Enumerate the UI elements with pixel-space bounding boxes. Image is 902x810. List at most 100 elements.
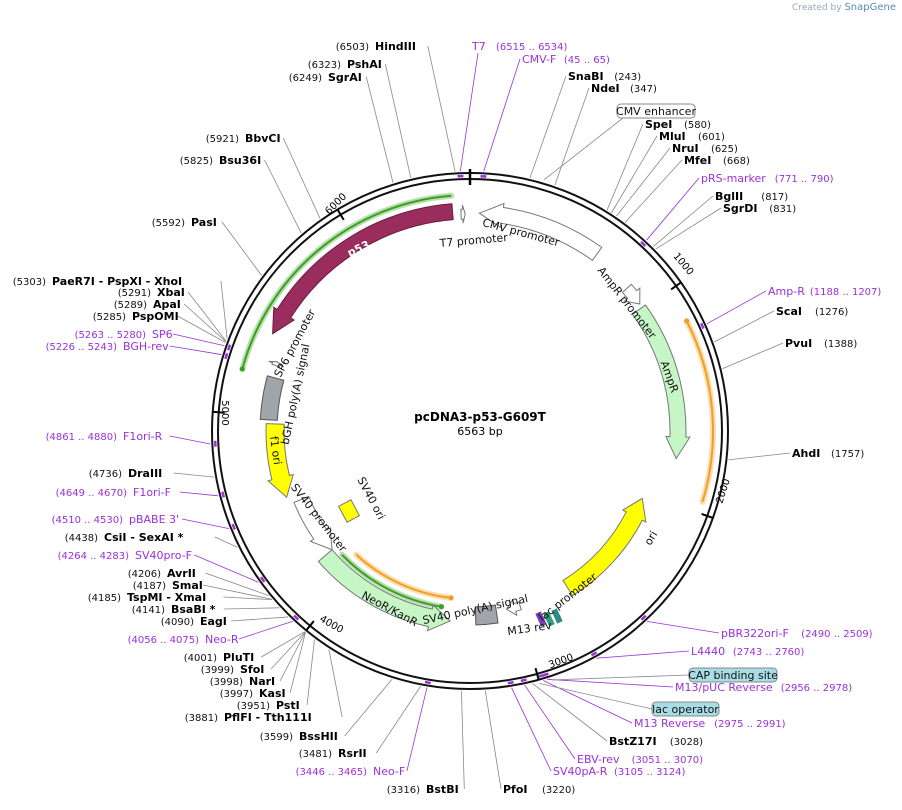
- box-label-cap-binding-site: CAP binding site: [688, 667, 778, 683]
- primer-name-t7: T7: [471, 40, 486, 53]
- feature-label-f1-ori: f1 ori: [267, 435, 284, 465]
- orf-line-1: [241, 194, 452, 370]
- orf-head-4: [448, 595, 454, 601]
- enzyme-site-apai: (5289): [114, 300, 147, 311]
- enzyme-site-rsrii: (3481): [299, 749, 332, 760]
- primer-range-prs-marker: (771 .. 790): [775, 174, 834, 185]
- enzyme-leader-bglii: [652, 195, 714, 247]
- primer-label-l4440: L4440(2743 .. 2760): [691, 645, 804, 658]
- box-label-cmv-enhancer: CMV enhancer: [616, 103, 696, 119]
- feature-m13-mark: [543, 611, 555, 627]
- enzyme-leader-mlui: [611, 135, 658, 214]
- enzyme-name-mfei: MfeI: [684, 154, 711, 167]
- enzyme-site-bsabi: (4141): [132, 605, 165, 616]
- enzyme-name-sgrai: SgrAI: [328, 71, 362, 84]
- enzyme-site-pflfi-tth111i: (3881): [185, 713, 218, 724]
- primer-label-cmv-f: CMV-F(45 .. 65): [522, 53, 610, 66]
- enzyme-name-psti: PstI: [276, 699, 300, 712]
- enzyme-site-nrui: (625): [711, 144, 738, 155]
- tick-label-5000: 5000: [219, 400, 230, 425]
- enzyme-site-csii-sexai: (4438): [65, 533, 98, 544]
- enzyme-label-xbai: (5291)XbaI: [118, 286, 185, 299]
- feature-ori: [562, 497, 647, 597]
- feature-label-ampr-promoter: AmpR promoter: [595, 264, 659, 341]
- box-leader-cmv-enhancer: [543, 117, 624, 181]
- primer-leader-t7: [459, 52, 479, 172]
- orf-head-1: [239, 366, 245, 372]
- enzyme-site-sgrdi: (831): [769, 204, 796, 215]
- enzyme-leader-bsshii: [344, 678, 393, 737]
- primer-label-m13-reverse: M13 Reverse(2975 .. 2991): [634, 717, 786, 730]
- primer-leader-pbabe-3: [181, 518, 230, 530]
- feature-f1-ori: [265, 423, 295, 499]
- enzyme-name-hindiii: HindIII: [375, 40, 416, 53]
- primer-site-l4440: [590, 651, 598, 657]
- enzyme-label-hindiii: (6503)HindIII: [336, 40, 416, 53]
- enzyme-label-kasi: (3997)KasI: [220, 687, 286, 700]
- primer-name-m13-puc-reverse: M13/pUC Reverse: [675, 681, 773, 694]
- enzyme-leader-bbvci: [282, 137, 321, 219]
- credit-brand: SnapGene: [844, 2, 896, 13]
- tick-mark-2000: [701, 513, 714, 519]
- enzyme-leader-sgrdi: [655, 207, 722, 250]
- primer-name-sv40pa-r: SV40pA-R: [553, 765, 608, 778]
- primer-leader-m13-puc-reverse: [547, 678, 674, 688]
- primer-leader-bgh-rev: [169, 345, 222, 355]
- enzyme-name-smai: SmaI: [172, 579, 203, 592]
- primer-site-sp6: [226, 344, 232, 351]
- enzyme-name-xbai: XbaI: [157, 286, 185, 299]
- enzyme-site-sfoi: (3999): [201, 665, 234, 676]
- enzyme-leader-pshai: [384, 63, 412, 178]
- enzyme-site-mfei: (668): [723, 156, 750, 167]
- primer-name-pbabe-3: pBABE 3': [129, 513, 179, 526]
- box-leader-cap-binding-site: [551, 674, 690, 681]
- enzyme-site-spei: (580): [684, 120, 711, 131]
- enzyme-label-bstbi: (3316)BstBI: [387, 783, 459, 796]
- enzyme-label-nari: (3998)NarI: [210, 675, 275, 688]
- plasmid-name: pcDNA3-p53-G609T: [414, 410, 546, 424]
- enzyme-site-bsu36i: (5825): [180, 156, 213, 167]
- primer-name-f1ori-f: F1ori-F: [133, 486, 171, 499]
- enzyme-site-paer7i-pspxi-xhoi: (5303): [13, 277, 46, 288]
- primer-label-pbr322ori-f: pBR322ori-F(2490 .. 2509): [721, 627, 873, 640]
- enzyme-leader-snabi: [529, 75, 567, 179]
- enzyme-leader-psti: [306, 639, 315, 706]
- primer-leader-amp-r: [706, 290, 767, 325]
- primer-label-neo-r: (4056 .. 4075)Neo-R: [128, 633, 239, 646]
- enzyme-name-apai: ApaI: [153, 298, 181, 311]
- enzyme-label-pluti: (4001)PluTI: [184, 651, 255, 664]
- tick-mark-1000: [670, 281, 682, 291]
- enzyme-leader-hindiii: [427, 45, 456, 172]
- enzyme-leader-avrii: [205, 572, 269, 597]
- enzyme-leader-pflfi-tth111i: [328, 649, 343, 718]
- primer-range-f1ori-r: (4861 .. 4880): [46, 432, 118, 443]
- enzyme-site-scai: (1276): [815, 307, 848, 318]
- enzyme-label-pfoi: PfoI(3220): [503, 783, 575, 796]
- primer-name-f1ori-r: F1ori-R: [123, 430, 163, 443]
- primer-leader-neo-f: [406, 687, 428, 772]
- primer-label-sp6: (5263 .. 5280)SP6: [75, 328, 173, 341]
- primer-leader-ebv-rev: [524, 684, 576, 760]
- primer-range-m13-puc-reverse: (2956 .. 2978): [781, 683, 853, 694]
- enzyme-label-mlui: MluI(601): [659, 130, 725, 143]
- primer-range-neo-f: (3446 .. 3465): [296, 767, 368, 778]
- enzyme-label-bglii: BglII(817): [715, 190, 788, 203]
- enzyme-name-tspmi-xmai: TspMI - XmaI: [127, 591, 206, 604]
- primer-leader-sp6: [173, 333, 225, 347]
- feature-cap-mark: [535, 611, 547, 627]
- primer-name-pbr322ori-f: pBR322ori-F: [721, 627, 789, 640]
- enzyme-label-bsshii: (3599)BssHII: [260, 730, 338, 743]
- feature-arrows: [259, 202, 691, 632]
- enzyme-name-ahdi: AhdI: [792, 447, 820, 460]
- primer-name-ebv-rev: EBV-rev: [577, 753, 620, 766]
- primer-name-bgh-rev: BGH-rev: [123, 340, 169, 353]
- enzyme-leader-nrui: [616, 147, 671, 217]
- enzyme-name-bsabi: BsaBI *: [171, 603, 216, 616]
- box-text-cmv-enhancer: CMV enhancer: [616, 105, 696, 118]
- enzyme-name-nari: NarI: [249, 675, 275, 688]
- enzyme-leader-apai: [183, 303, 227, 342]
- primer-name-m13-reverse: M13 Reverse: [634, 717, 705, 730]
- primer-range-cmv-f: (45 .. 65): [564, 55, 610, 66]
- enzyme-leader-csii-sexai: [214, 536, 238, 548]
